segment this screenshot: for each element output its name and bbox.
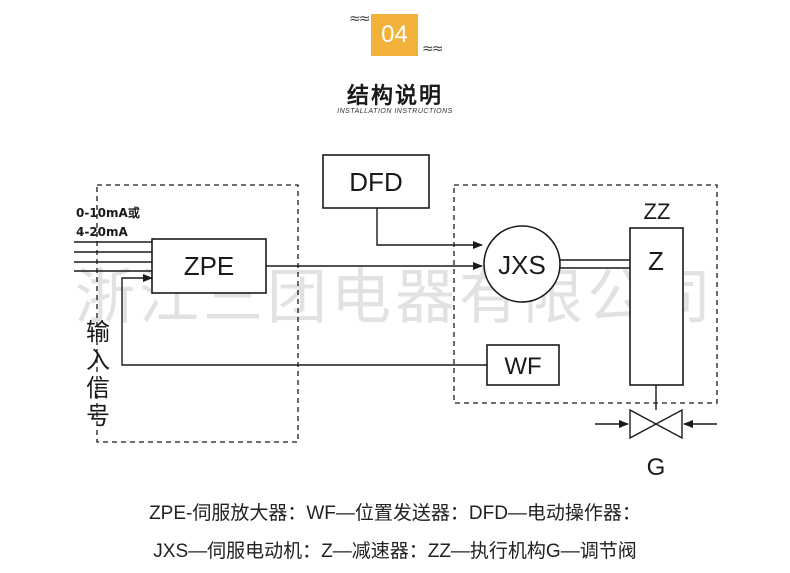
- wave-decoration-left: ≈≈: [349, 11, 371, 27]
- g-label: G: [647, 454, 666, 481]
- input-signal-range-1: 0-10mA或: [76, 205, 140, 220]
- section-subtitle: INSTALLATION INSTRUCTIONS: [337, 108, 453, 115]
- z-reducer-block: [629, 227, 684, 386]
- zz-label: ZZ: [644, 199, 671, 224]
- section-title: 结构说明: [346, 84, 443, 109]
- dfd-label: DFD: [349, 167, 402, 197]
- wf-feedback-line: [121, 274, 487, 366]
- wf-label: WF: [504, 353, 541, 380]
- jxs-to-z-shaft: [560, 259, 630, 269]
- legend-line-2: JXS—伺服电动机：Z—减速器：ZZ—执行机构G—调节阀: [153, 541, 637, 562]
- wave-decoration-right: ≈≈: [422, 41, 444, 57]
- input-label-char-3: 信: [86, 374, 110, 402]
- valve-body: [629, 408, 683, 440]
- input-label-char-4: 号: [86, 402, 110, 430]
- right-dashed-region: [453, 184, 718, 404]
- input-lines: [74, 241, 152, 272]
- z-label: Z: [648, 246, 664, 276]
- jxs-motor-circle: [483, 225, 561, 303]
- dfd-block: [322, 154, 430, 209]
- dfd-to-jxs-line: [376, 208, 483, 249]
- input-signal-range-2: 4-20mA: [76, 225, 129, 239]
- zpe-label: ZPE: [184, 251, 235, 281]
- jxs-label: JXS: [498, 250, 546, 280]
- input-label-char-2: 入: [86, 346, 110, 374]
- left-dashed-region: [96, 184, 299, 443]
- legend-line-1: ZPE-伺服放大器：WF—位置发送器：DFD—电动操作器：: [149, 503, 641, 524]
- wf-block: [486, 344, 560, 386]
- input-label-char-1: 输: [86, 318, 110, 346]
- section-number-badge: 04: [371, 14, 418, 56]
